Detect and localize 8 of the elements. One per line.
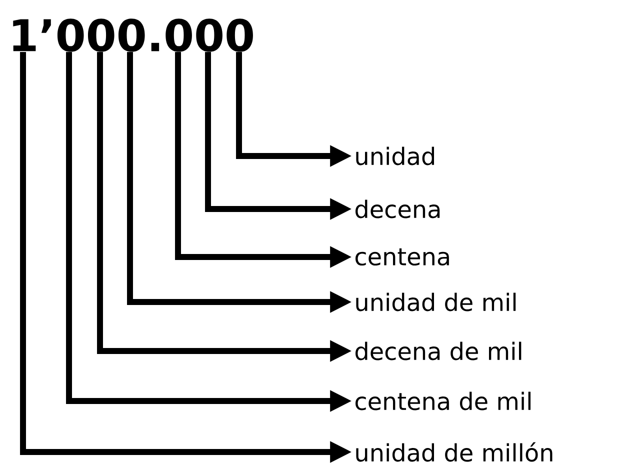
place-value-label: unidad	[356, 146, 434, 166]
place-value-label: unidad de mil	[356, 292, 516, 312]
number: 1’000.000	[13, 18, 253, 52]
place-value-label: decena	[356, 200, 440, 218]
place-value-label: unidad de millón	[356, 442, 552, 462]
place-value-label: centena	[356, 248, 449, 266]
place-value-label: centena de mil	[356, 392, 531, 410]
place-value-label: decena de mil	[356, 342, 522, 360]
